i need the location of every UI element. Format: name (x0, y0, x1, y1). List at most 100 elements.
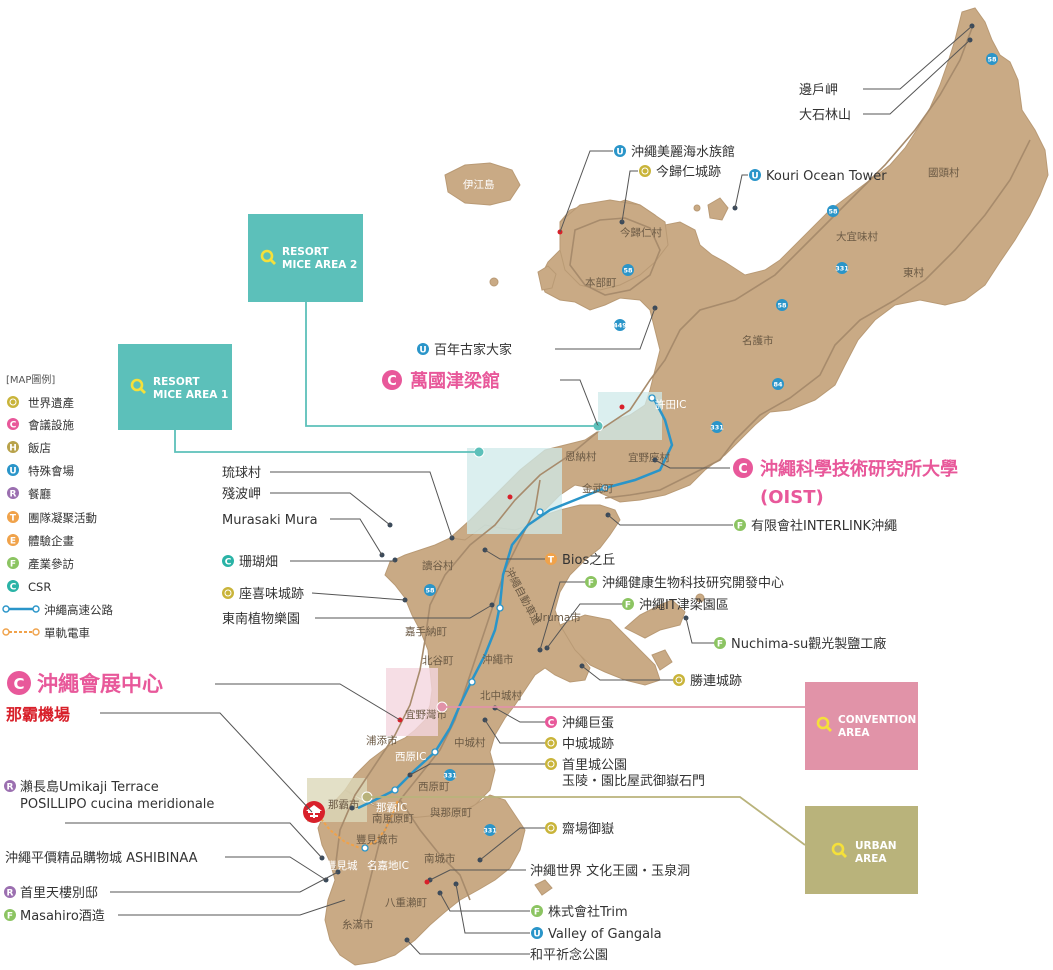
csr-icon (7, 580, 19, 592)
legend-item: 單軌電車 (2, 626, 90, 640)
magnifier-icon (260, 249, 274, 263)
world-heritage-icon-inner (675, 676, 683, 684)
town-label: 糸滿市 (342, 918, 374, 931)
area-title: CONVENTION (838, 714, 916, 726)
tsuken-island (651, 649, 673, 671)
poi-big-egg[interactable]: C 沖繩巨蛋 (545, 716, 614, 731)
poi-biotech[interactable]: F 沖繩健康生物科技研究開發中心 (585, 575, 784, 591)
poi-bios[interactable]: T Bios之丘 (545, 553, 615, 568)
route-motobu (569, 217, 661, 296)
poi-oist[interactable]: C 沖繩科學技術研究所大學 (OIST) (733, 458, 958, 508)
island-label: 伊江島 (463, 178, 495, 191)
town-label: 恩納村 (565, 450, 597, 463)
icon-letter: E (10, 537, 16, 547)
poi-coral[interactable]: C 珊瑚畑 (222, 555, 278, 570)
svg-text:331: 331 (443, 772, 457, 780)
area-box-urban[interactable]: URBAN AREA (805, 806, 918, 894)
label-big-egg: 沖繩巨蛋 (562, 716, 614, 731)
route-shields: 58 58 331 58 58 449 84 331 58 331 331 (424, 53, 998, 836)
area-box-bg (805, 806, 918, 894)
legend-item: U 特殊會場 (7, 464, 74, 478)
world-heritage-icon-inner (9, 398, 17, 406)
poi-shuri-tenro[interactable]: R 首里天樓別邸 (4, 886, 98, 901)
town-label: 北中城村 (480, 689, 522, 702)
area-box-bg (248, 214, 363, 302)
poi-sefa[interactable]: 齋場御嶽 (545, 821, 614, 837)
poi-masahiro[interactable]: F Masahiro酒造 (4, 909, 105, 924)
poi-gangala[interactable]: U Valley of Gangala (531, 927, 662, 942)
town-label: 北谷町 (422, 655, 454, 667)
roads (334, 27, 1031, 921)
icon-letter: F (10, 560, 16, 570)
label-airport: 那霸機場 (6, 705, 70, 724)
poi-nakagusuku-castle[interactable]: 中城城跡 (545, 736, 614, 752)
route-shield: 331 (483, 824, 497, 836)
poi-convention-center[interactable]: C 沖繩會展中心 (7, 671, 163, 696)
special-venue-icon (749, 169, 761, 181)
area-box-convention[interactable]: CONVENTION AREA (805, 682, 918, 770)
convention-facility-icon (7, 671, 31, 695)
icon-letter: U (751, 172, 758, 182)
town-label: 南風原町 (372, 812, 414, 825)
icon-letter: R (10, 490, 17, 500)
icon-letter: U (616, 148, 623, 158)
poi-bankoku[interactable]: C 萬國津梁館 (382, 370, 500, 392)
poi-nuchimasu[interactable]: F Nuchima-su觀光製鹽工廠 (714, 636, 886, 652)
poi-trim[interactable]: F 株式會社Trim (531, 904, 628, 920)
industry-visit-icon (4, 909, 16, 921)
legend-title: [MAP圖例] (6, 373, 55, 386)
icon-letter: U (533, 930, 540, 940)
world-heritage-icon (673, 674, 685, 686)
town-label: 金武町 (582, 482, 614, 495)
okinawa-expressway (357, 394, 674, 810)
expressway-icon-node (32, 605, 40, 613)
poi-senaga[interactable]: R 瀨長島Umikaji Terrace POSILLIPO cucina me… (4, 779, 214, 812)
poi-katsuren[interactable]: 勝連城跡 (673, 673, 742, 689)
town-label: 八重瀨町 (385, 896, 427, 909)
label-shuri-tenro: 首里天樓別邸 (20, 886, 98, 901)
town-label: Uruma市 (535, 611, 581, 624)
magnifier-icon (831, 842, 845, 856)
icon-letter: F (588, 579, 594, 589)
ic-label: 西原IC (395, 751, 426, 763)
svg-text:449: 449 (613, 322, 627, 330)
label-gangala: Valley of Gangala (548, 927, 662, 942)
town-label: 與那原町 (430, 806, 472, 819)
label-kouri: Kouri Ocean Tower (766, 169, 887, 184)
legend-label: 產業參訪 (28, 557, 74, 571)
small-island-a (489, 277, 499, 287)
special-venue-icon (614, 145, 626, 157)
area-box-resort1[interactable]: RESORT MICE AREA 1 (118, 344, 232, 430)
poi-zakimi[interactable]: 座喜味城跡 (222, 586, 304, 602)
csr-icon (222, 555, 234, 567)
area-subtitle: AREA (855, 853, 887, 865)
restaurant-icon (4, 886, 16, 898)
label-peace: 和平祈念公園 (530, 947, 608, 963)
poi-nakijin-castle[interactable]: 今歸仁城跡 (639, 164, 721, 180)
area-subtitle: MICE AREA 2 (282, 259, 357, 271)
icon-letter: C (387, 374, 397, 389)
highlight-convention (386, 668, 438, 736)
poi-kokudenke[interactable]: U 百年古家大家 (417, 342, 512, 358)
town-label: 讀谷村 (422, 559, 454, 572)
poi-kouri[interactable]: U Kouri Ocean Tower (749, 169, 887, 184)
svg-text:58: 58 (623, 267, 633, 275)
south-landmass (317, 789, 526, 966)
area-box-resort2[interactable]: RESORT MICE AREA 2 (248, 214, 363, 302)
poi-churaumi[interactable]: U 沖繩美麗海水族館 (614, 144, 735, 160)
resort2-connector (305, 302, 598, 427)
svg-text:331: 331 (710, 424, 724, 432)
poi-interlink[interactable]: F 有限會社INTERLINK沖繩 (734, 518, 897, 534)
poi-it-park[interactable]: F 沖繩IT津梁園區 (622, 598, 729, 613)
convention-facility-icon (382, 370, 402, 390)
team-building-icon (545, 553, 557, 565)
airport-icon (303, 801, 325, 823)
station (361, 844, 369, 852)
poi-shuri[interactable]: 首里城公園 玉陵・園比屋武御嶽石門 (545, 758, 705, 789)
label-shuri: 首里城公園 (562, 758, 627, 773)
area-subtitle: AREA (838, 727, 870, 739)
route-shield: 331 (710, 421, 724, 433)
icon-letter: R (7, 783, 14, 793)
icon-letter: H (9, 444, 17, 454)
world-heritage-icon-inner (547, 824, 555, 832)
